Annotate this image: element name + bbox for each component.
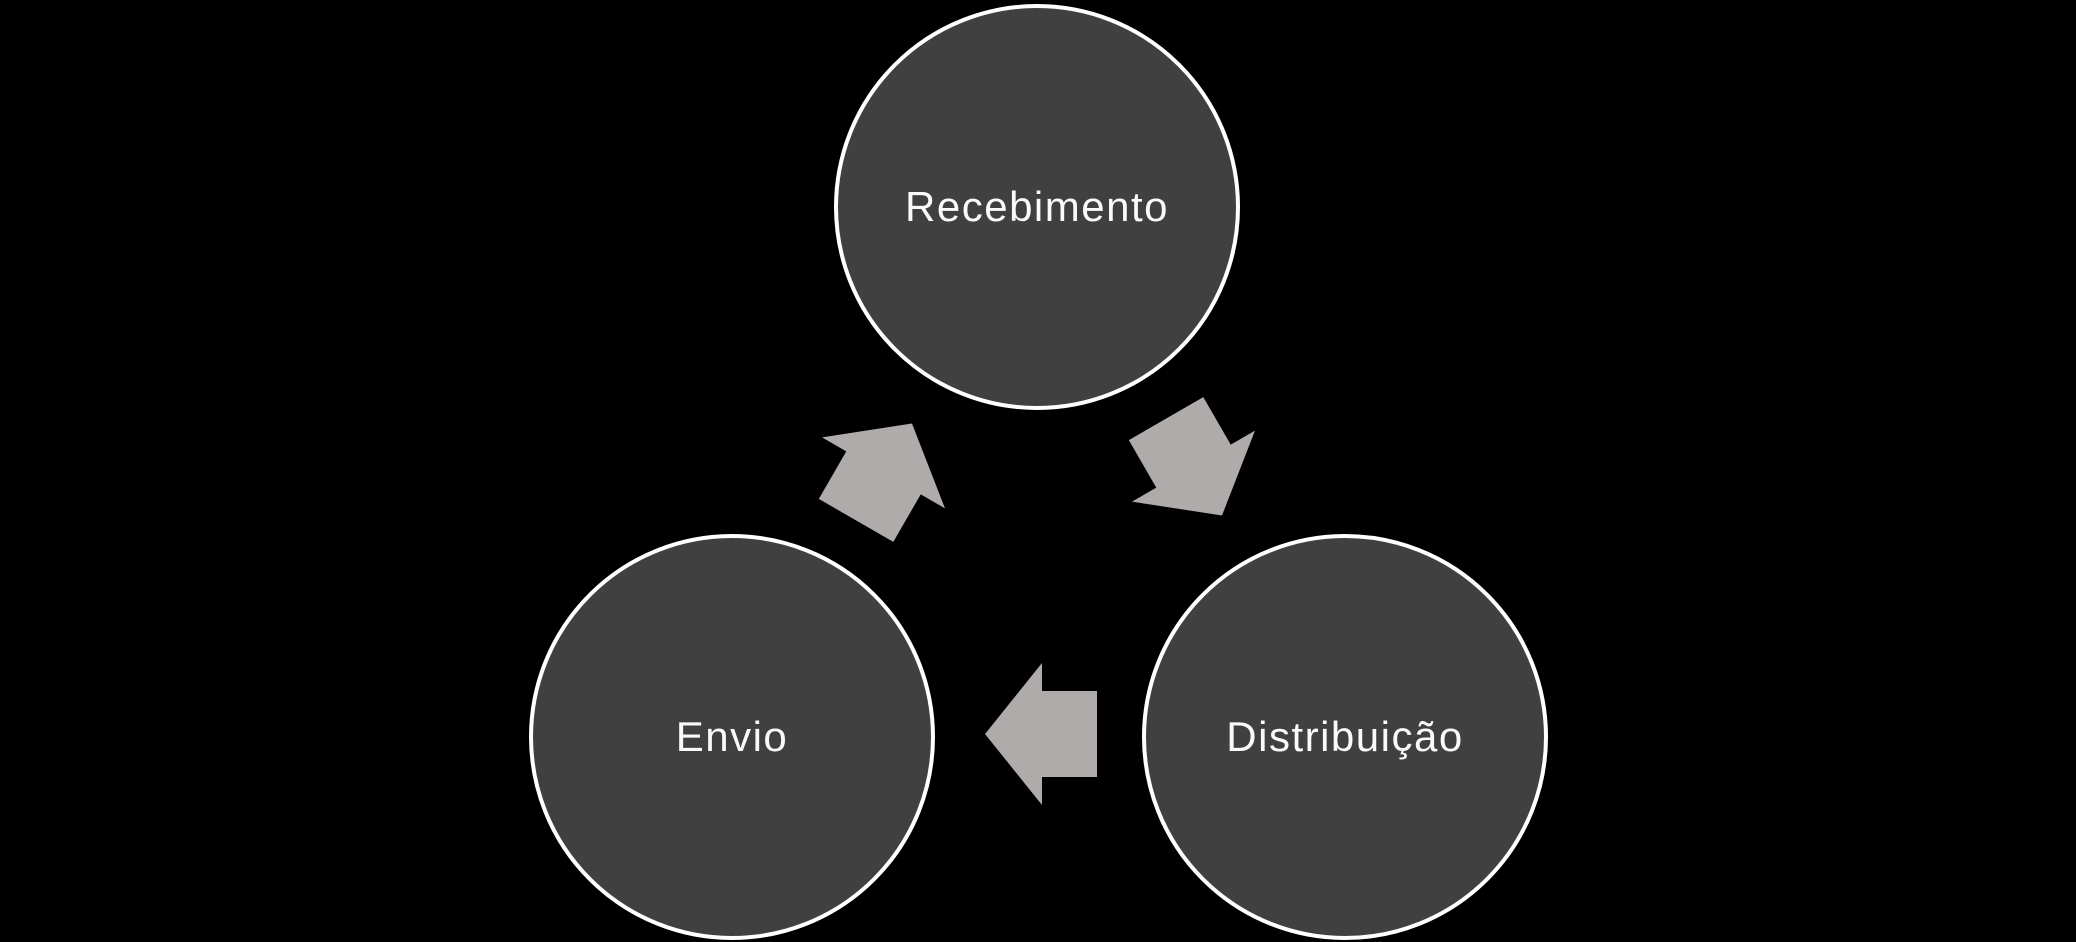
node-envio-label: Envio: [675, 713, 789, 760]
arrow-recebimento-to-distribuicao-icon: [1105, 383, 1284, 551]
node-distribuicao: Distribuição: [1142, 534, 1548, 940]
arrow-envio-to-recebimento-icon: [795, 388, 974, 556]
node-recebimento-label: Recebimento: [905, 183, 1169, 230]
node-envio: Envio: [529, 534, 935, 940]
node-distribuicao-label: Distribuição: [1226, 713, 1464, 760]
arrow-distribuicao-to-envio-icon: [985, 663, 1097, 805]
node-recebimento: Recebimento: [834, 4, 1240, 410]
